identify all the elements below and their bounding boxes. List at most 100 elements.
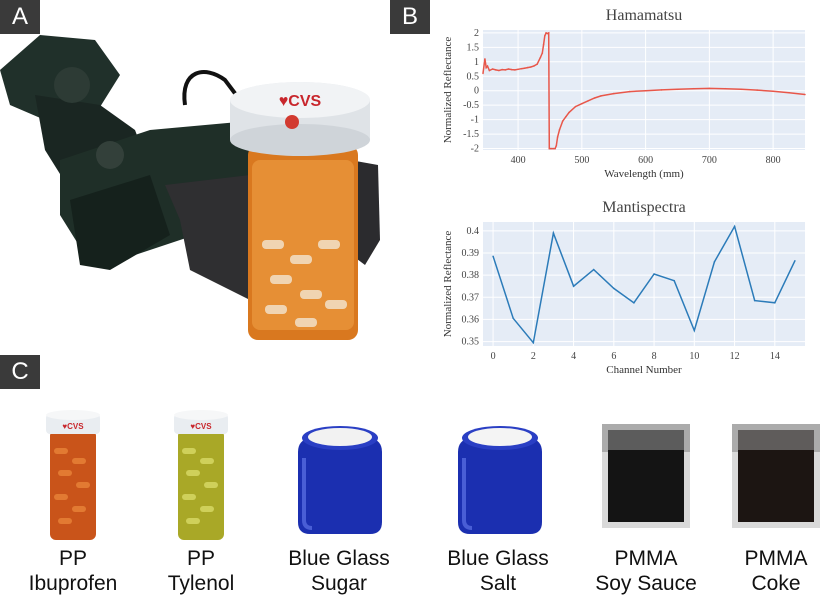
data-point bbox=[532, 341, 535, 344]
data-point bbox=[565, 115, 567, 118]
x-tick-label: 400 bbox=[511, 155, 526, 166]
data-point bbox=[600, 95, 602, 97]
lid-brand-text: ♥CVS bbox=[279, 93, 322, 110]
data-point bbox=[520, 67, 523, 70]
caption-pmma-soy-sauce: PMMA Soy Sauce bbox=[581, 546, 711, 596]
caption-line1: PMMA bbox=[744, 547, 808, 570]
y-tick-label: 0 bbox=[474, 86, 479, 97]
caption-blue-glass-sugar: Blue Glass Sugar bbox=[274, 546, 404, 596]
caption-pmma-coke: PMMA Coke bbox=[711, 546, 830, 596]
blue-glass-sugar-jar bbox=[298, 426, 382, 534]
y-tick-label: 0.38 bbox=[462, 270, 480, 281]
data-point bbox=[486, 65, 489, 67]
panel-label-a: A bbox=[0, 0, 40, 34]
y-tick-label: 2 bbox=[474, 28, 479, 39]
x-tick-label: 700 bbox=[702, 155, 717, 166]
x-tick-label: 8 bbox=[652, 351, 657, 362]
data-point bbox=[713, 261, 716, 263]
data-point bbox=[523, 67, 526, 69]
data-point bbox=[692, 87, 695, 90]
y-tick-label: 0.36 bbox=[462, 314, 480, 325]
x-tick-label: 4 bbox=[571, 351, 576, 362]
data-point bbox=[628, 90, 631, 93]
y-axis-label: Normalized Reflectance bbox=[442, 37, 454, 144]
y-axis-label: Normalized Reflectance bbox=[442, 231, 454, 338]
data-point bbox=[587, 100, 589, 102]
x-tick-label: 800 bbox=[766, 155, 781, 166]
data-point bbox=[512, 317, 514, 320]
caption-line2: Soy Sauce bbox=[595, 572, 697, 595]
data-point bbox=[545, 32, 547, 34]
caption-pp-tylenol: PP Tylenol bbox=[136, 546, 266, 596]
y-tick-label: 0.39 bbox=[462, 248, 480, 259]
y-tick-label: 1 bbox=[474, 57, 479, 68]
data-point bbox=[724, 87, 727, 90]
data-point bbox=[740, 88, 742, 91]
data-point bbox=[517, 68, 519, 71]
data-point bbox=[536, 63, 538, 65]
y-tick-label: 1.5 bbox=[467, 42, 480, 53]
y-tick-label: 0.35 bbox=[462, 337, 480, 348]
data-point bbox=[794, 260, 796, 262]
series-line bbox=[492, 224, 796, 345]
data-point bbox=[547, 32, 550, 34]
data-point bbox=[526, 66, 529, 69]
data-point bbox=[572, 285, 575, 287]
data-point bbox=[488, 69, 491, 72]
caption-blue-glass-salt: Blue Glass Salt bbox=[433, 546, 563, 596]
data-point bbox=[550, 147, 552, 150]
caption-line1: PMMA bbox=[614, 547, 678, 570]
data-point bbox=[552, 232, 555, 234]
data-point bbox=[533, 65, 535, 67]
pmma-coke-box bbox=[732, 424, 820, 528]
data-point bbox=[568, 111, 570, 114]
data-point bbox=[612, 92, 615, 95]
caption-line2: Coke bbox=[751, 572, 801, 595]
caption-pp-ibuprofen: PP Ibuprofen bbox=[8, 546, 138, 596]
data-point bbox=[484, 58, 486, 60]
data-point bbox=[554, 147, 556, 150]
data-point bbox=[676, 88, 679, 91]
y-tick-label: 0.4 bbox=[467, 226, 480, 237]
data-point bbox=[546, 32, 549, 35]
data-point bbox=[733, 225, 736, 228]
data-point bbox=[772, 90, 774, 93]
data-point bbox=[539, 56, 542, 59]
blue-glass-salt-jar bbox=[458, 426, 542, 534]
y-tick-label: -1.5 bbox=[463, 129, 479, 140]
data-point bbox=[552, 147, 554, 150]
x-tick-label: 0 bbox=[491, 351, 496, 362]
data-point bbox=[541, 52, 544, 54]
x-tick-label: 14 bbox=[770, 351, 780, 362]
y-tick-label: 0.5 bbox=[467, 71, 480, 82]
data-point bbox=[756, 89, 758, 91]
panel-label-c: C bbox=[0, 355, 40, 389]
data-point bbox=[673, 279, 675, 282]
data-point bbox=[504, 69, 507, 71]
data-point bbox=[492, 255, 494, 258]
panel-label-b: B bbox=[390, 0, 430, 34]
caption-line1: Blue Glass bbox=[288, 547, 390, 570]
data-point bbox=[660, 89, 663, 91]
pill-bottle: ♥CVS bbox=[230, 82, 370, 340]
caption-line2: Salt bbox=[479, 572, 517, 595]
caption-line2: Sugar bbox=[310, 572, 368, 595]
tylenol-bottle: ♥CVS bbox=[174, 410, 228, 540]
y-tick-label: -2 bbox=[471, 144, 479, 155]
data-point bbox=[495, 69, 497, 71]
x-axis-label: Wavelength (mm) bbox=[604, 168, 684, 180]
data-point bbox=[592, 268, 595, 271]
x-axis-label: Channel Number bbox=[606, 364, 682, 376]
gripper-finger-left bbox=[165, 175, 275, 300]
data-point bbox=[774, 302, 776, 304]
data-point bbox=[498, 69, 500, 72]
chart-title: Hamamatsu bbox=[606, 7, 682, 24]
data-point bbox=[530, 66, 532, 68]
data-point bbox=[708, 87, 711, 90]
data-point bbox=[555, 144, 558, 147]
data-point bbox=[653, 273, 655, 275]
data-point bbox=[491, 68, 494, 70]
data-point bbox=[574, 105, 577, 108]
caption-line2: Tylenol bbox=[167, 572, 235, 595]
